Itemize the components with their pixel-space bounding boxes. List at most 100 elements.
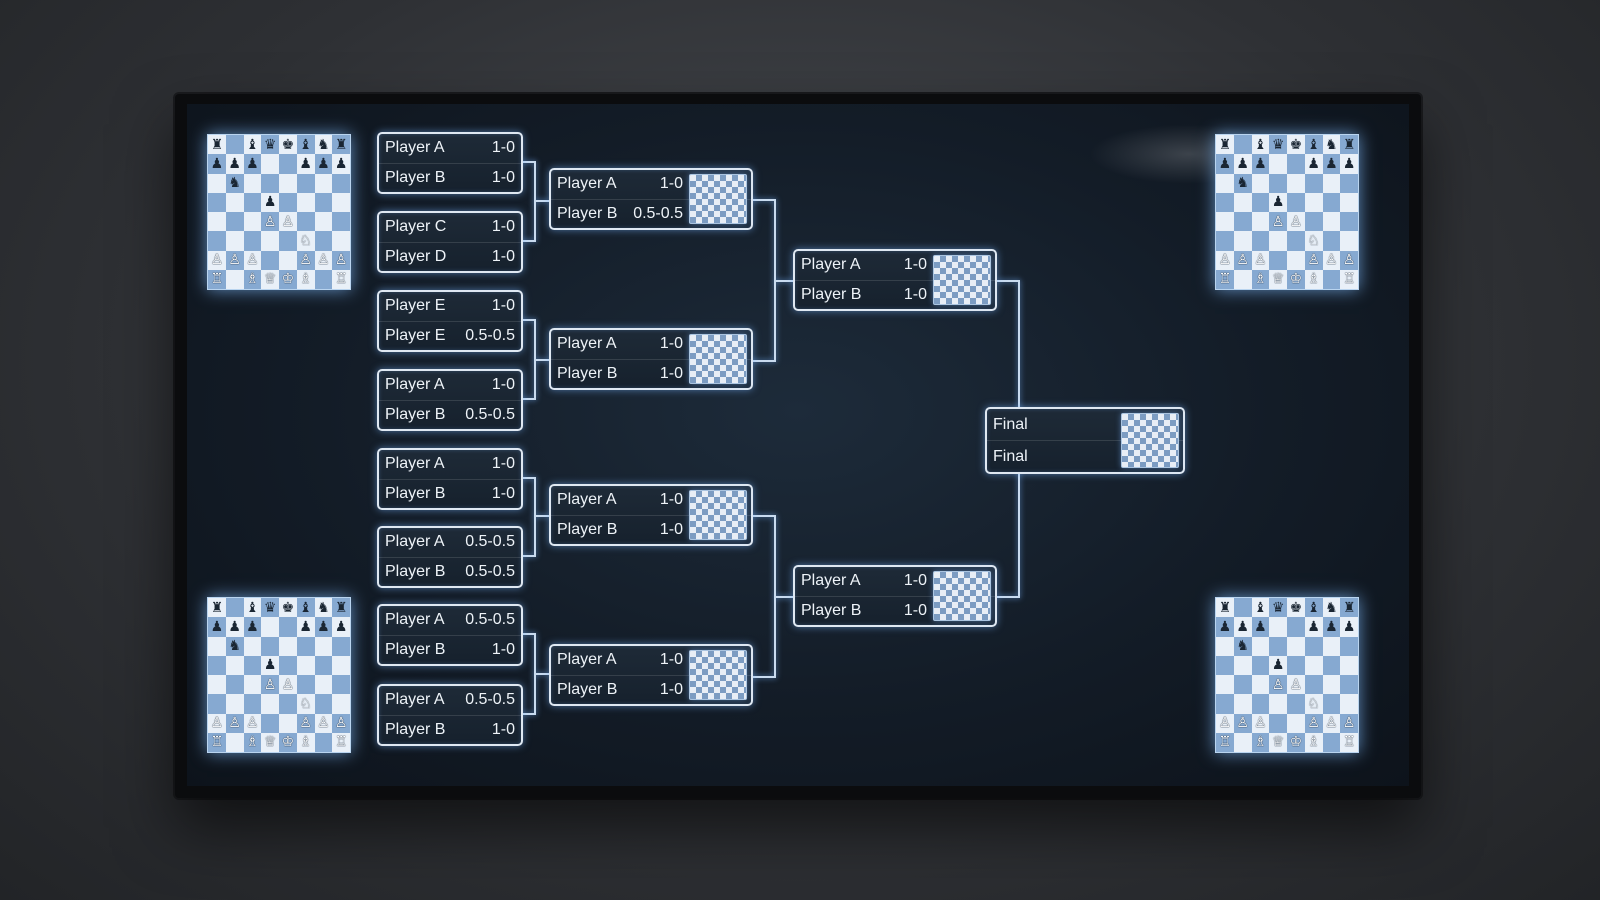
player-score: 1-0 (491, 484, 515, 502)
chess-piece-icon: ♛ (261, 598, 279, 618)
chess-piece-icon: ♜ (332, 135, 350, 155)
board-square (332, 694, 350, 714)
chess-piece-icon: ♗ (1304, 269, 1323, 289)
player-name: Player A (801, 572, 861, 590)
chess-piece-icon: ♚ (1287, 135, 1305, 155)
board-square (1287, 173, 1305, 193)
chess-piece-icon: ♙ (1304, 250, 1323, 270)
board-square (1340, 675, 1358, 695)
board-square (1269, 694, 1287, 714)
chess-piece-icon: ♙ (332, 713, 350, 733)
board-square (225, 212, 244, 232)
player-score: 0.5-0.5 (465, 405, 515, 423)
board-square (208, 655, 226, 675)
chess-piece-icon: ♖ (1340, 732, 1358, 752)
board-square (261, 617, 279, 637)
board-square (1340, 231, 1358, 251)
board-square (1269, 231, 1287, 251)
board-square (296, 636, 315, 656)
player-name: Player D (385, 247, 447, 265)
player-name: Player E (385, 326, 446, 344)
player-score: 1-0 (491, 376, 515, 394)
chess-piece-icon: ♗ (1251, 732, 1270, 752)
chess-piece-icon: ♙ (261, 212, 279, 232)
chess-piece-icon: ♝ (243, 598, 262, 618)
chess-piece-icon: ♙ (225, 250, 244, 270)
player-score: 0.5-0.5 (465, 326, 515, 344)
board-square (1304, 655, 1323, 675)
chess-piece-icon: ♟ (332, 617, 350, 637)
board-square (279, 694, 297, 714)
mini-board-icon (689, 174, 747, 224)
chess-piece-icon: ♗ (296, 269, 315, 289)
board-square (1322, 173, 1341, 193)
mini-board-icon (689, 490, 747, 540)
board-square (279, 231, 297, 251)
board-square (1269, 154, 1287, 174)
chess-piece-icon: ♙ (1216, 250, 1234, 270)
chess-piece-icon: ♖ (1216, 269, 1234, 289)
player-name: Player B (557, 680, 618, 698)
player-score: 0.5-0.5 (465, 533, 515, 551)
board-square (261, 250, 279, 270)
board-square (1322, 231, 1341, 251)
chess-piece-icon: ♟ (1216, 154, 1234, 174)
board-square (1216, 636, 1234, 656)
chess-piece-icon: ♘ (1304, 231, 1323, 251)
board-square (1216, 192, 1234, 212)
chess-piece-icon: ♟ (261, 192, 279, 212)
board-square (1340, 192, 1358, 212)
board-square (314, 231, 333, 251)
chess-piece-icon: ♟ (1251, 617, 1270, 637)
board-square (314, 636, 333, 656)
chess-piece-icon: ♙ (296, 713, 315, 733)
final-match[interactable]: Final Final (985, 407, 1185, 474)
board-square (261, 713, 279, 733)
board-square (1233, 694, 1252, 714)
chess-piece-icon: ♛ (261, 135, 279, 155)
board-square (279, 655, 297, 675)
bracket-connectors (521, 161, 1020, 715)
board-square (208, 675, 226, 695)
player-name: Player B (801, 285, 862, 303)
board-square (296, 675, 315, 695)
board-square (332, 675, 350, 695)
board-square (1251, 192, 1270, 212)
board-square (1216, 694, 1234, 714)
board-square (243, 694, 262, 714)
chess-piece-icon: ♞ (314, 598, 333, 618)
board-square (279, 154, 297, 174)
board-square (1233, 212, 1252, 232)
chess-piece-icon: ♙ (1216, 713, 1234, 733)
chess-piece-icon: ♕ (261, 269, 279, 289)
player-name: Player B (385, 168, 446, 186)
player-score: 1-0 (903, 572, 927, 590)
board-square (1287, 655, 1305, 675)
board-square (1233, 192, 1252, 212)
board-square (261, 173, 279, 193)
chess-piece-icon: ♙ (1269, 675, 1287, 695)
